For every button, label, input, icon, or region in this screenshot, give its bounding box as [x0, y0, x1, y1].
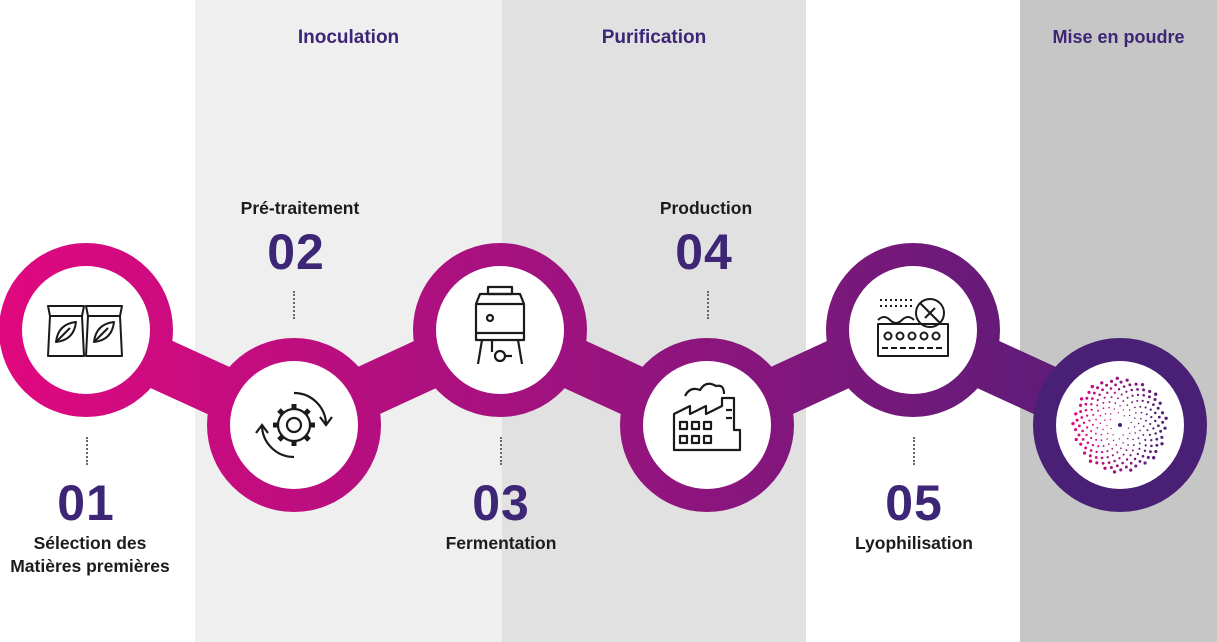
seed-bags-icon — [47, 305, 123, 357]
fermentation-tank-icon — [474, 285, 526, 365]
leader-dots-05 — [913, 437, 915, 465]
step-number-01: 01 — [57, 475, 115, 531]
phase-title-inoculation: Inoculation — [297, 27, 400, 48]
leader-dots-04 — [707, 291, 709, 319]
step-number-03: 03 — [472, 475, 530, 531]
leader-dots-02 — [293, 291, 295, 319]
step-number-02: 02 — [267, 224, 325, 280]
freeze-dryer-icon — [877, 298, 949, 357]
gear-cycle-icon — [255, 391, 333, 459]
phase-title-mise-en-poudre: Mise en poudre — [1052, 27, 1185, 47]
step-label-04: Production — [659, 198, 753, 218]
leader-dots-01 — [86, 437, 88, 465]
step-label-02: Pré-traitement — [240, 198, 360, 218]
factory-icon — [672, 382, 742, 452]
step-ring-02 — [207, 338, 381, 512]
step-number-04: 04 — [675, 224, 733, 280]
step-ring-03 — [413, 243, 587, 417]
phase-title-purification: Purification — [601, 27, 707, 48]
step-label-01-line1: Sélection des — [33, 533, 147, 553]
leader-dots-03 — [500, 437, 502, 465]
step-ring-04 — [620, 338, 794, 512]
powder-particles-icon — [1071, 376, 1168, 474]
step-number-05: 05 — [885, 475, 943, 531]
step-label-03: Fermentation — [445, 533, 557, 553]
step-label-05: Lyophilisation — [855, 533, 973, 553]
step-label-01: Sélection des Matières premières — [0, 532, 180, 578]
phase-band-mise-en-poudre: Mise en poudre — [1020, 0, 1217, 642]
step-label-01-line2: Matières premières — [10, 556, 170, 576]
step-ring-05 — [826, 243, 1000, 417]
